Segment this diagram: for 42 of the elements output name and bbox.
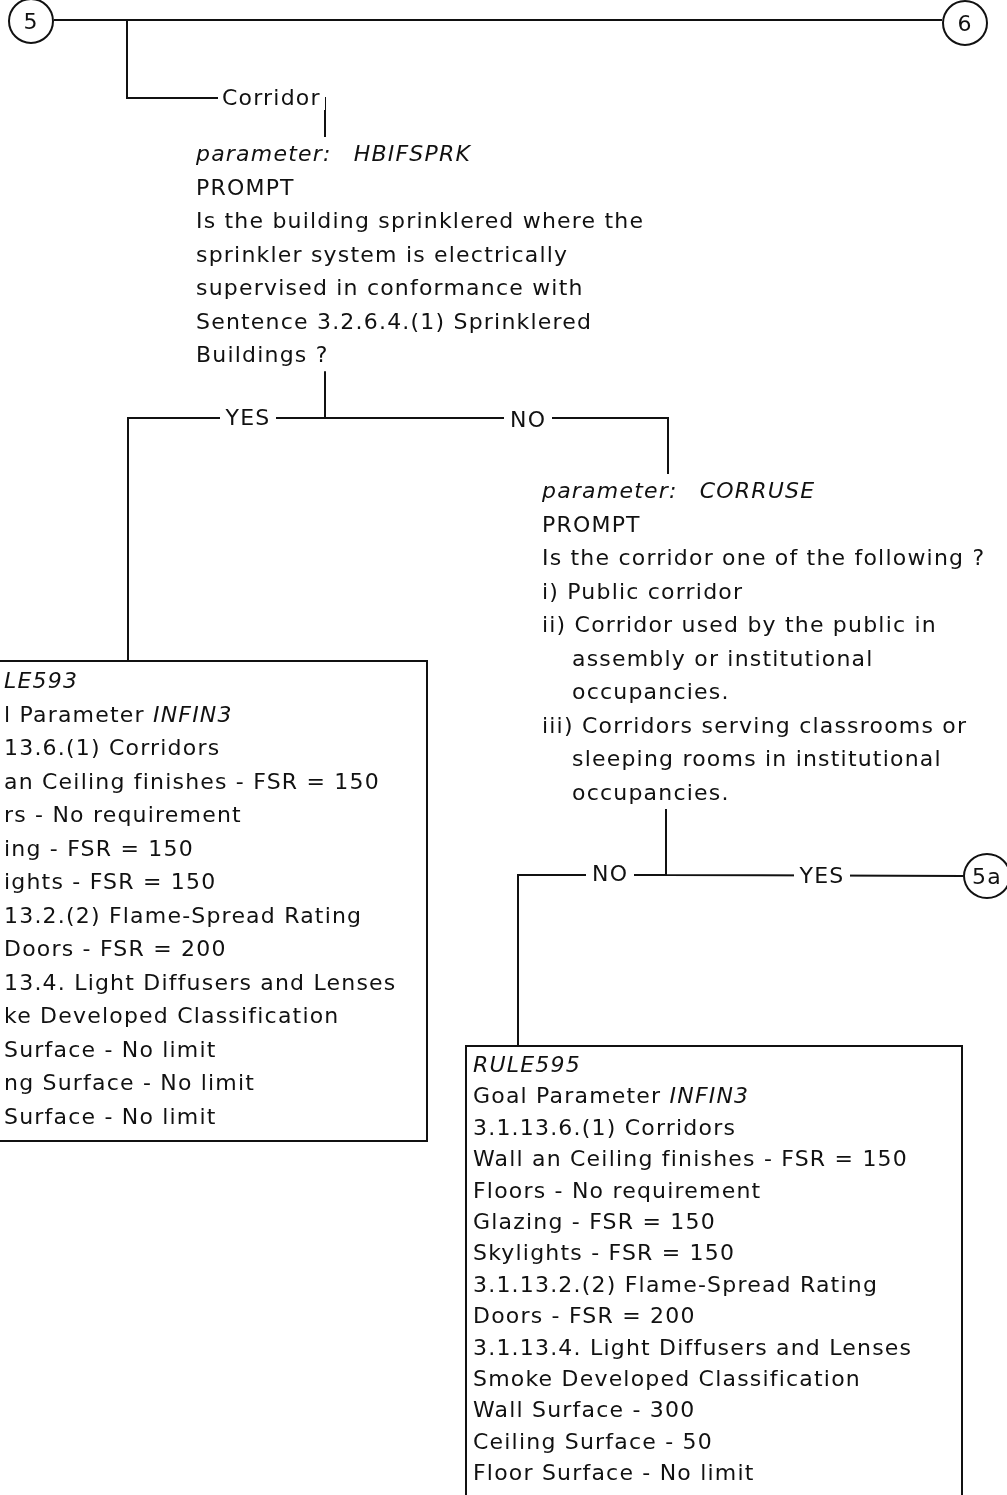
rule-line: Surface - No limit <box>4 1035 218 1064</box>
rule-line: Ceiling Surface - 50 <box>473 1427 714 1456</box>
rule-line: Smoke Developed Classification <box>473 1365 862 1394</box>
prompt-text: iii) Corridors serving classrooms or sleeping rooms in institutional occupancies. <box>542 711 969 807</box>
parameter-name: parameter: HBIFSPRK <box>196 140 473 168</box>
rule-line: Floor Surface - No limit <box>473 1459 756 1488</box>
prompt-label: PROMPT <box>196 173 296 202</box>
prompt-label: PROMPT <box>542 510 642 539</box>
connector-line <box>53 19 219 99</box>
rule-line: Glazing - FSR = 150 <box>473 1208 717 1237</box>
connector-line <box>324 370 669 475</box>
rule-line: Doors - FSR = 200 <box>473 1302 697 1331</box>
parameter-name: parameter: CORRUSE <box>542 477 817 505</box>
rule-line: 13.4. Light Diffusers and Lenses <box>4 968 398 997</box>
rule-line: Floors - No requirement <box>473 1176 763 1205</box>
rule-line: an Ceiling finishes - FSR = 150 <box>4 767 381 796</box>
prompt-text: Is the building sprinklered where the sprinkler system is electrically supervised in conformance with Sentence 3.2.6.4.(1) Sprinklered Buildings ? <box>196 207 646 369</box>
rule-line: Wall Surface - 300 <box>473 1396 697 1425</box>
rule-line: 13.2.(2) Flame-Spread Rating <box>4 901 364 930</box>
rule-line: Doors - FSR = 200 <box>4 935 228 963</box>
rule-title: LE593 <box>4 667 80 695</box>
rule-title: RULE595 <box>473 1051 582 1079</box>
rule-line: 3.1.13.6.(1) Corridors <box>473 1113 738 1142</box>
rule-line: ke Developed Classification <box>4 1002 341 1030</box>
rule-line: ng Surface - No limit <box>4 1069 257 1097</box>
connector-circle: 6 <box>942 0 988 46</box>
rule-line: l Parameter INFIN3 <box>4 700 234 729</box>
rule-line: Wall an Ceiling finishes - FSR = 150 <box>473 1145 909 1174</box>
connector-circle: 5 <box>8 0 54 44</box>
rule-line: rs - No requirement <box>4 801 243 829</box>
rule-line: Skylights - FSR = 150 <box>473 1239 737 1268</box>
rule-line: 3.1.13.2.(2) Flame-Spread Rating <box>473 1270 880 1299</box>
rule-line: 3.1.13.4. Light Diffusers and Lenses <box>473 1333 914 1362</box>
prompt-text: Is the corridor one of the following ? <box>542 544 987 572</box>
rule-line: ights - FSR = 150 <box>4 868 218 896</box>
rule-line: Surface - No limit <box>4 1102 218 1131</box>
connector-circle: 5a <box>963 853 1007 899</box>
prompt-text: i) Public corridor <box>542 577 745 606</box>
rule-line: Goal Parameter INFIN3 <box>473 1082 751 1111</box>
prompt-text: ii) Corridor used by the public in assembly or institutional occupancies. <box>542 611 938 706</box>
rule-line: ing - FSR = 150 <box>4 834 195 863</box>
rule-line: 13.6.(1) Corridors <box>4 734 222 762</box>
